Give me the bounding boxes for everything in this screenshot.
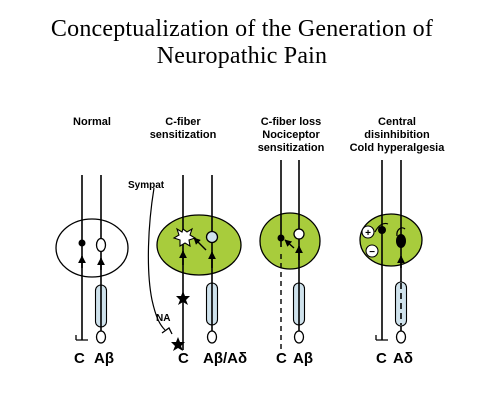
svg-text:+: +	[365, 228, 371, 239]
a-fiber-receptor	[206, 330, 218, 344]
label-c: C	[74, 350, 85, 367]
a-beta-receptor	[293, 330, 305, 344]
label-a-beta: Aβ	[94, 350, 114, 367]
label-a-beta-a-delta: Aβ/Aδ	[203, 350, 247, 367]
panel-central-disinhibition: + − C Aδ	[359, 160, 423, 367]
plus-icon	[361, 225, 375, 239]
svg-text:−: −	[369, 247, 375, 258]
star-icon	[171, 337, 185, 351]
minus-icon	[365, 244, 379, 258]
star-icon	[176, 291, 190, 305]
c-fiber-terminal	[78, 239, 86, 247]
a-delta-terminal	[396, 234, 406, 248]
label-a-beta: Aβ	[293, 350, 313, 367]
c-fiber-ending-icon	[75, 335, 88, 341]
a-beta-terminal	[95, 237, 107, 253]
title-line-1: Conceptualization of the Generation of	[50, 16, 434, 42]
spinal-cord-sensitized	[156, 214, 242, 276]
label-na: NA	[156, 313, 170, 324]
label-c: C	[276, 350, 287, 367]
a-fiber-terminal	[205, 230, 219, 244]
c-fiber-terminal	[277, 234, 285, 242]
label-sympat: Sympat	[128, 180, 165, 191]
heading-c-fiber-loss: C-fiber loss Nociceptor sensitization	[257, 116, 325, 154]
cross-talk-arrow	[284, 239, 295, 249]
c-fiber-terminal	[378, 226, 386, 234]
sympathetic-ending-icon	[161, 327, 173, 335]
cross-talk-arrow	[193, 237, 207, 251]
panel-normal: C Aβ	[55, 175, 129, 367]
label-c: C	[178, 350, 189, 367]
spinal-cord-disinhibited	[359, 213, 423, 267]
burst-icon	[172, 227, 197, 248]
heading-c-fiber-sensitization: C-fiber sensitization	[149, 116, 217, 141]
label-a-delta: Aδ	[393, 350, 413, 367]
panel-c-fiber-sensitization: Sympat NA C Aβ/Aδ	[128, 175, 247, 367]
label-c: C	[376, 350, 387, 367]
panel-c-fiber-loss: C Aβ	[259, 160, 321, 367]
a-beta-receptor	[95, 330, 107, 344]
a-delta-receptor	[395, 330, 407, 344]
title-line-2: Neuropathic Pain	[156, 43, 328, 69]
spinal-cord-normal	[55, 218, 129, 278]
a-beta-terminal	[293, 228, 305, 240]
heading-normal: Normal	[73, 116, 111, 128]
c-fiber-ending-icon	[375, 335, 388, 341]
spinal-cord-sensitized	[259, 212, 321, 270]
heading-central-disinhibition: Central disinhibition Cold hyperalgesia	[349, 116, 445, 154]
sympathetic-fiber	[147, 187, 166, 331]
